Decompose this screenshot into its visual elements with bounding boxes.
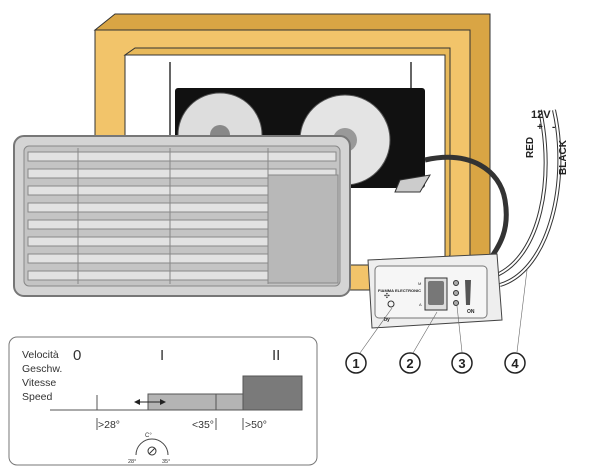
led-indicator (453, 280, 459, 286)
threshold-50: >50° (245, 419, 267, 431)
threshold-28: >28° (98, 419, 120, 431)
callout-number: 1 (352, 356, 359, 371)
grille-slat (27, 168, 337, 179)
grille-slat (27, 185, 269, 196)
minus-label: - (552, 122, 555, 133)
dial-knob-icon (147, 446, 157, 456)
plus-label: + (537, 122, 543, 133)
label-geschw: Geschw. (22, 363, 62, 375)
level-2: II (272, 347, 280, 364)
level-0: 0 (73, 347, 81, 364)
label-velocita: Velocità (22, 349, 59, 361)
dial-max: 35° (162, 459, 170, 465)
switch-a-label: A (419, 302, 422, 307)
grille-slat (27, 236, 269, 247)
speed-bar-level-2 (242, 375, 303, 411)
grille-slat (27, 151, 337, 162)
led-indicator (453, 300, 459, 306)
fan-icon: ✣ (384, 292, 390, 300)
red-wire-label: RED (525, 137, 536, 158)
label-speed: Speed (22, 391, 53, 403)
brand-label: FIAMMA ELECTRONIC (378, 288, 421, 293)
black-wire-label: BLACK (558, 139, 569, 175)
grille-slat (27, 219, 269, 230)
callout-number: 2 (406, 356, 413, 371)
level-1: I (160, 347, 164, 364)
on-label: ON (467, 309, 475, 315)
dial-min: 28° (128, 459, 136, 465)
fan-cable (424, 154, 509, 264)
callout-number: 4 (511, 356, 519, 371)
callout-4: 4 (504, 352, 526, 374)
dial-unit: C° (145, 433, 152, 439)
vent-grille (13, 135, 351, 297)
grille-slat (27, 202, 269, 213)
by-label: by (384, 317, 390, 323)
speed-chart: Velocità Geschw. Vitesse Speed 0 I II >2… (8, 336, 318, 466)
dial-arc (135, 438, 169, 456)
power-switch[interactable] (465, 280, 471, 305)
led-indicator (453, 290, 459, 296)
grille-slat (27, 253, 269, 264)
callout-1: 1 (345, 352, 367, 374)
control-panel: FIAMMA ELECTRONIC ✣ by M A ON (367, 253, 503, 329)
callout-number: 3 (458, 356, 465, 371)
voltage-label: 12V (531, 109, 551, 121)
grille-slat (27, 270, 269, 281)
callout-2: 2 (399, 352, 421, 374)
callout-3: 3 (451, 352, 473, 374)
threshold-35: <35° (192, 419, 214, 431)
switch-m-label: M (418, 281, 421, 286)
speed-knob[interactable] (387, 300, 395, 308)
label-vitesse: Vitesse (22, 377, 56, 389)
